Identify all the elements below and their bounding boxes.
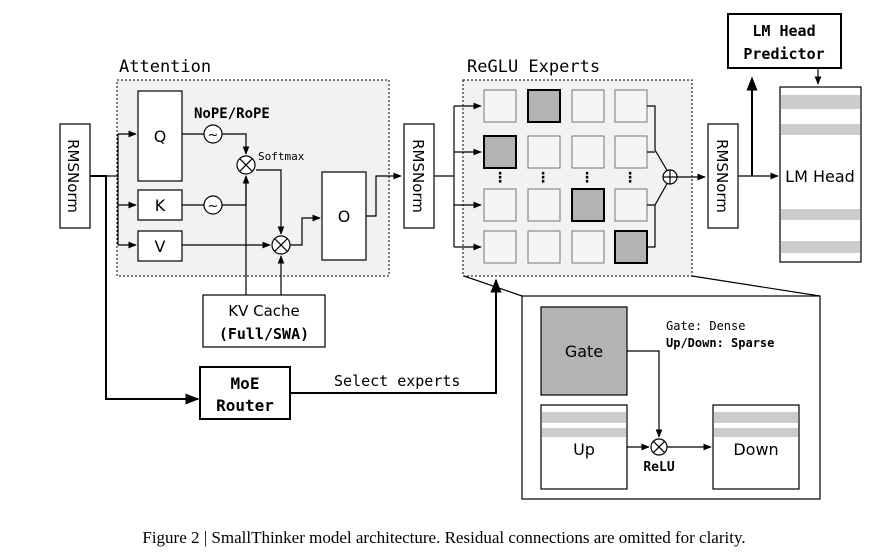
- select-experts-arrow: [290, 278, 502, 394]
- expert-cell: [527, 135, 561, 169]
- expert-cell: [571, 89, 605, 123]
- gate-note: Gate: Dense: [666, 319, 745, 333]
- multiply-v-icon: [271, 235, 291, 255]
- down-label: Down: [733, 440, 778, 459]
- up-label: Up: [573, 440, 595, 459]
- moe-router-box: [199, 366, 291, 420]
- expert-cell: [527, 188, 561, 222]
- rmsnorm-out-label: RMSNorm: [713, 139, 731, 213]
- to-router-arrow: [90, 175, 200, 405]
- pe-label: NoPE/RoPE: [194, 106, 270, 122]
- expert-cell: [571, 230, 605, 264]
- expert-cell: [483, 89, 517, 123]
- ellipsis: ⋮: [580, 170, 594, 186]
- experts-title: ReGLU Experts: [467, 57, 600, 77]
- kv-cache-line2: (Full/SWA): [219, 325, 309, 343]
- gate-box: [540, 306, 628, 396]
- up-stripe: [542, 412, 626, 423]
- o-out-arrow: [366, 172, 402, 217]
- expert-output-merge: [647, 105, 669, 248]
- q-wire: [182, 133, 246, 154]
- o-label: O: [338, 207, 351, 226]
- expert-cell-active: [483, 135, 517, 169]
- lm-head-stripe: [781, 124, 860, 135]
- lm-head-stripe: [781, 95, 860, 109]
- lm-head-label: LM Head: [785, 167, 855, 186]
- multiply-relu-icon: [650, 438, 668, 456]
- predictor-line2: Predictor: [743, 45, 824, 63]
- o-box: [321, 171, 367, 261]
- q-label: Q: [154, 127, 167, 146]
- expert-cell: [483, 230, 517, 264]
- expert-cell-active: [527, 89, 561, 123]
- rmsnorm-input: [59, 123, 91, 229]
- gate-to-mul-arrow: [627, 350, 663, 438]
- select-experts-label: Select experts: [334, 372, 460, 390]
- rmsnorm-mid: [403, 123, 435, 229]
- softmax-label: Softmax: [258, 150, 305, 163]
- router-line2: Router: [216, 396, 274, 415]
- ellipsis: ⋮: [536, 170, 550, 186]
- kv-cache-box: [202, 294, 326, 348]
- zoom-lines: [463, 275, 821, 297]
- ellipsis: ⋮: [623, 170, 637, 186]
- gate-label: Gate: [565, 342, 603, 361]
- expert-cell: [614, 135, 648, 169]
- predictor-line1: LM Head: [752, 22, 815, 40]
- ellipsis: ⋮: [493, 170, 507, 186]
- expert-cell: [614, 188, 648, 222]
- lm-head-box: [779, 86, 862, 263]
- figure-caption: Figure 2 | SmallThinker model architectu…: [142, 528, 745, 547]
- expert-cell-active: [614, 230, 648, 264]
- softmax-wire: [256, 169, 285, 235]
- v-box: [137, 230, 183, 262]
- expert-cell: [483, 188, 517, 222]
- expert-cell: [614, 89, 648, 123]
- router-line1: MoE: [231, 374, 260, 393]
- rmsnorm-out: [707, 123, 739, 229]
- relu-label: ReLU: [643, 460, 674, 475]
- to-o-arrow: [290, 214, 321, 246]
- up-stripe: [542, 428, 626, 437]
- expert-grid: [483, 89, 648, 264]
- lm-head-predictor-box: [727, 13, 842, 69]
- updown-note: Up/Down: Sparse: [666, 336, 774, 350]
- attention-title: Attention: [119, 57, 211, 77]
- rmsnorm-input-label: RMSNorm: [64, 139, 82, 213]
- k-label: K: [155, 196, 166, 215]
- expert-cell-active: [571, 188, 605, 222]
- lm-head-stripe: [781, 209, 860, 220]
- lm-head-stripe: [781, 241, 860, 253]
- sum-icon: [662, 169, 678, 185]
- kv-cache-line1: KV Cache: [228, 302, 300, 320]
- expert-input-bus: [434, 106, 455, 247]
- rmsnorm-mid-label: RMSNorm: [409, 139, 427, 213]
- pe-k-glyph: ~: [208, 199, 219, 214]
- q-box: [137, 90, 183, 182]
- expert-cell: [571, 135, 605, 169]
- v-label: V: [155, 237, 166, 256]
- down-stripe: [714, 412, 798, 423]
- pe-q-glyph: ~: [208, 128, 219, 143]
- multiply-qk-icon: [236, 155, 256, 175]
- expert-cell: [527, 230, 561, 264]
- down-stripe: [714, 428, 798, 437]
